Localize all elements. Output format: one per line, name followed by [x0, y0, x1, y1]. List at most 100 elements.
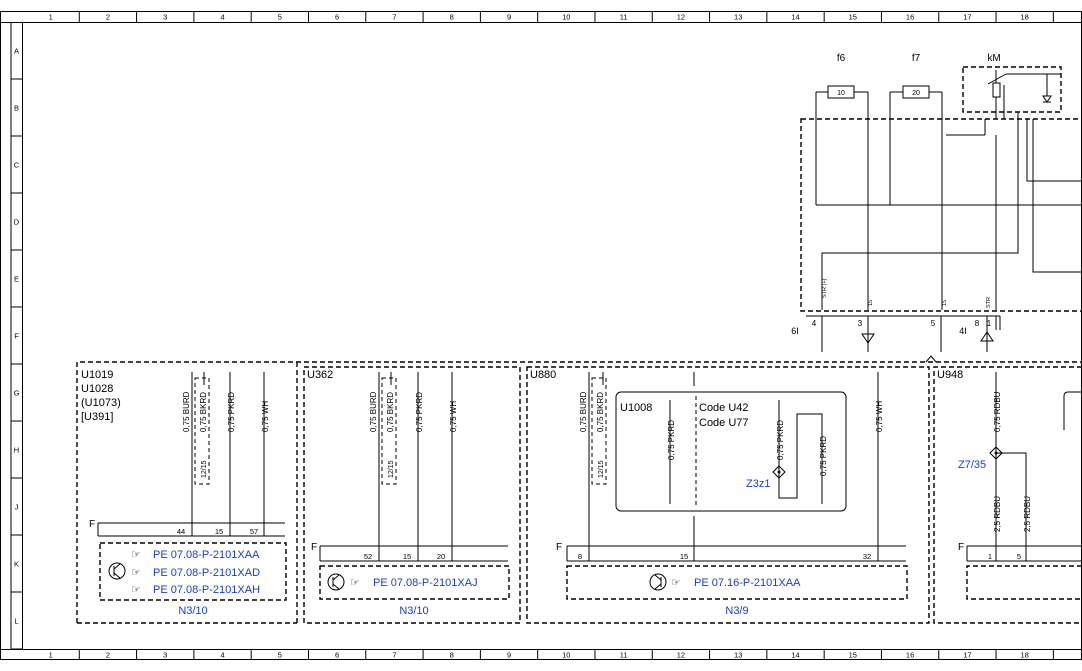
code-u391: [U391] — [81, 411, 113, 423]
pointer-icon: ☞ — [131, 584, 141, 596]
twist-label: 12/15 — [598, 460, 605, 478]
fuse-relay-section: f6 f7 kM 10 20 — [791, 53, 1082, 352]
pin-5: 5 — [1017, 552, 1021, 561]
column-label-16: 16 — [906, 13, 914, 22]
ref-link-2101xaa[interactable]: PE 07.08-P-2101XAA — [153, 549, 260, 561]
connector-f: F — [556, 542, 562, 553]
twist-label: 12/15 — [388, 460, 395, 478]
row-label-B: B — [14, 104, 19, 113]
connector-f: F — [89, 519, 95, 530]
ref-link-2101xad[interactable]: PE 07.08-P-2101XAD — [153, 567, 260, 579]
module-u1019: U1019 U1028 (U1073) [U391] 0,75 BURD 0,7… — [77, 362, 298, 624]
transistor-icon — [327, 573, 345, 591]
column-label-3: 3 — [163, 651, 167, 660]
row-label-G: G — [14, 389, 20, 398]
wire-bkrd: 0,75 BKRD — [199, 392, 208, 432]
column-label-13: 13 — [734, 651, 742, 660]
wire-wh: 0,75 WH — [261, 401, 270, 432]
unit-n3-10[interactable]: N3/10 — [399, 605, 428, 617]
pin-8: 8 — [578, 552, 582, 561]
wire-pkrd-b: 0,75 PKRD — [776, 420, 785, 460]
column-label-6: 6 — [335, 13, 339, 22]
pin-5: 5 — [931, 319, 936, 328]
column-label-17: 17 — [963, 13, 971, 22]
pointer-icon: ☞ — [350, 577, 360, 589]
code-u362: U362 — [307, 369, 333, 381]
wire-wh: 0,75 WH — [875, 401, 884, 432]
column-label-16: 16 — [906, 651, 914, 660]
column-label-9: 9 — [507, 651, 511, 660]
column-label-12: 12 — [677, 651, 685, 660]
column-label-15: 15 — [849, 13, 857, 22]
column-label-12: 12 — [677, 13, 685, 22]
row-label-F: F — [14, 332, 19, 341]
wire-pkrd: 0,75 PKRD — [227, 392, 236, 432]
twist-label: 12/15 — [201, 460, 208, 478]
pin-52: 52 — [364, 552, 372, 561]
wire-code-15a: 15 — [868, 300, 874, 306]
row-label-H: H — [14, 446, 19, 455]
column-label-7: 7 — [392, 13, 396, 22]
splice-z7-35[interactable]: Z7/35 — [958, 459, 986, 471]
code-u880: U880 — [530, 369, 556, 381]
pin-1: 1 — [987, 319, 992, 328]
pin-4: 4 — [812, 319, 817, 328]
ref-link-2101xah[interactable]: PE 07.08-P-2101XAH — [153, 584, 260, 596]
wire-code-15b: 15 — [942, 300, 948, 306]
connector-4i: 4I — [959, 326, 967, 336]
row-label-D: D — [14, 218, 20, 227]
fuse-f6-label: f6 — [837, 53, 846, 64]
unit-n3-10[interactable]: N3/10 — [178, 605, 207, 617]
wire-pkrd-c: 0,75 PKRD — [819, 436, 828, 476]
code-u1019: U1019 — [81, 369, 113, 381]
column-label-10: 10 — [562, 13, 570, 22]
wire-rdbu: 0,75 RDBU — [993, 391, 1002, 432]
pin-32: 32 — [863, 552, 871, 561]
fuse-f7-rating: 20 — [912, 90, 920, 97]
fuse-f6: 10 — [815, 85, 869, 310]
code-u948: U948 — [937, 369, 963, 381]
pointer-icon: ☞ — [131, 567, 141, 579]
column-label-6: 6 — [335, 651, 339, 660]
pin-57: 57 — [250, 527, 258, 536]
splice-icon — [772, 465, 786, 479]
column-label-14: 14 — [791, 651, 799, 660]
column-label-1: 1 — [49, 651, 53, 660]
wire-rdbu-b: 2,5 RDBU — [1023, 496, 1032, 532]
ref-link-2101xaa[interactable]: PE 07.16-P-2101XAA — [694, 577, 801, 589]
column-label-15: 15 — [849, 651, 857, 660]
fuse-f7: 20 — [889, 85, 943, 310]
row-label-A: A — [14, 47, 19, 56]
column-label-14: 14 — [791, 13, 799, 22]
code-u42: Code U42 — [699, 402, 749, 414]
wire-bkrd: 0,75 BKRD — [386, 392, 395, 432]
pin-15: 15 — [680, 552, 688, 561]
ref-link-2101xaj[interactable]: PE 07.08-P-2101XAJ — [373, 577, 478, 589]
pin-15: 15 — [215, 527, 223, 536]
unit-n3-9[interactable]: N3/9 — [725, 605, 748, 617]
row-label-J: J — [15, 503, 19, 512]
wire-pkrd-a: 0,75 PKRD — [667, 420, 676, 460]
wire-rdbu-a: 2,5 RDBU — [993, 496, 1002, 532]
splice-z3z1[interactable]: Z3z1 — [746, 478, 770, 490]
relay-km-label: kM — [987, 53, 1000, 64]
row-label-L: L — [14, 617, 18, 626]
transistor-icon — [108, 562, 126, 580]
transistor-icon — [649, 573, 667, 591]
module-u880: U880 0,75 BURD 0,75 BKRD 12/15 U1008 Cod… — [526, 366, 930, 624]
row-label-C: C — [14, 161, 20, 170]
pin-44: 44 — [177, 527, 185, 536]
wire-wh: 0,75 WH — [449, 401, 458, 432]
wire-bkrd: 0,75 BKRD — [596, 392, 605, 432]
column-label-3: 3 — [163, 13, 167, 22]
column-label-18: 18 — [1021, 13, 1029, 22]
column-label-13: 13 — [734, 13, 742, 22]
code-u1073: (U1073) — [81, 397, 121, 409]
column-label-9: 9 — [507, 13, 511, 22]
code-u77: Code U77 — [699, 417, 749, 429]
column-label-17: 17 — [963, 651, 971, 660]
column-label-1: 1 — [49, 13, 53, 22]
column-label-8: 8 — [450, 13, 454, 22]
column-label-4: 4 — [220, 651, 224, 660]
